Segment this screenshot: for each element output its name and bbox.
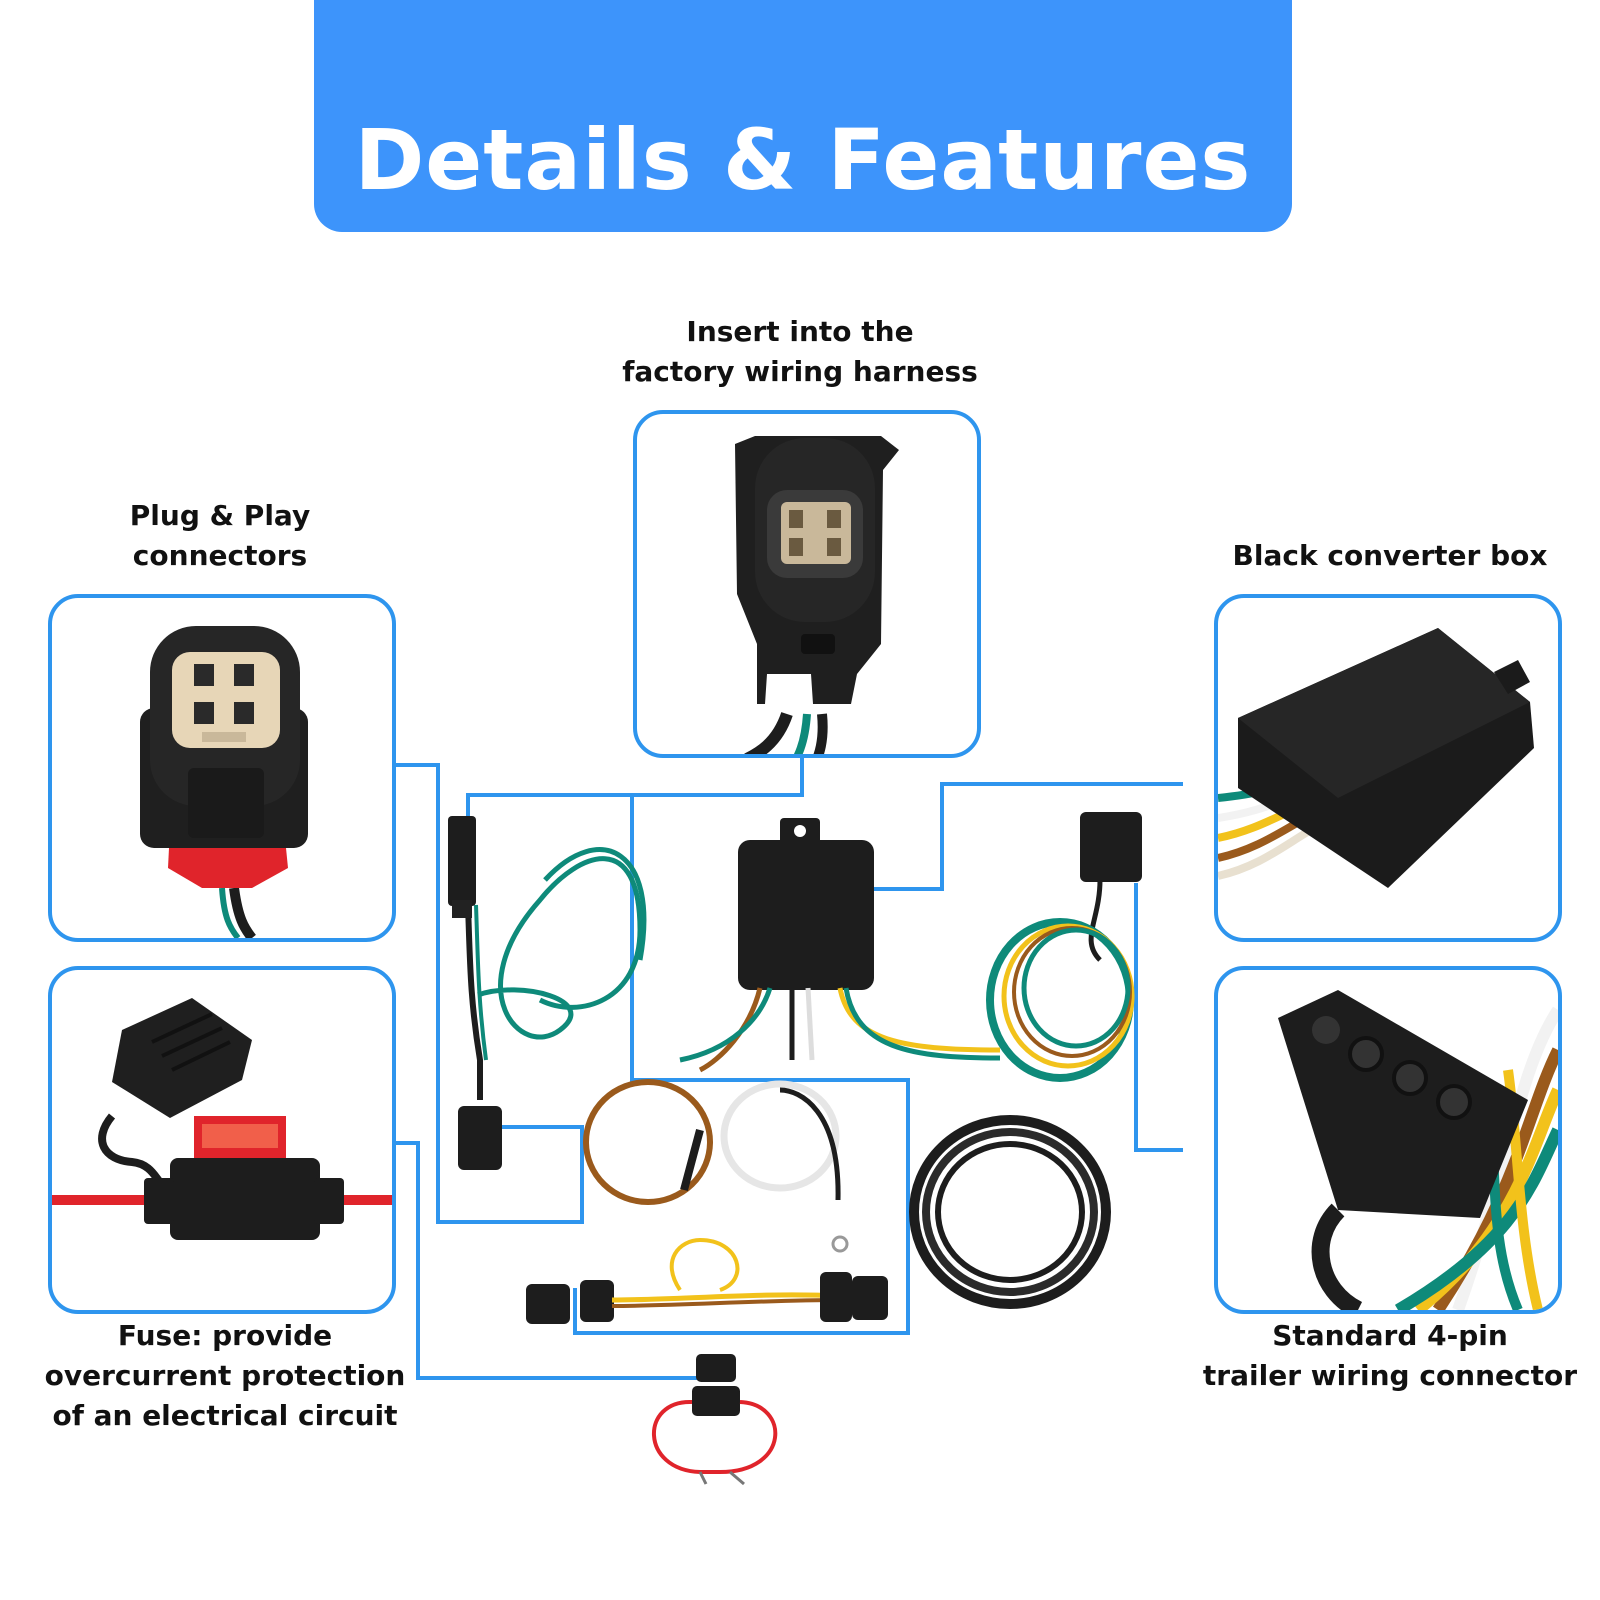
male-4-pin-plug-icon [735,436,899,754]
leader-line [438,1125,584,1224]
caption-line: Standard 4-pin [1272,1319,1508,1352]
converter-box-icon [1218,628,1534,888]
black-cable-coil [909,1115,1111,1309]
caption-plug-play: Plug & Play connectors [60,496,380,576]
leader-line [396,1141,714,1380]
leader-line [1134,883,1183,1152]
inline-fuse [652,1354,778,1486]
leader-line [466,756,804,835]
female-4-pin-connector-icon [140,626,308,938]
caption-line: Black converter box [1232,539,1548,572]
panel-plug-play [48,594,396,942]
panel-four-pin [1214,966,1562,1314]
caption-line: Insert into the [686,315,914,348]
page-title: Details & Features [354,111,1252,209]
caption-factory-harness: Insert into the factory wiring harness [600,312,1000,392]
caption-fuse: Fuse: provide overcurrent protection of … [30,1316,420,1436]
converter-box [679,818,1001,1073]
caption-line: connectors [132,539,308,572]
four-wire-harness [986,812,1142,1082]
panel-converter [1214,594,1562,942]
header-banner: Details & Features [314,0,1292,232]
caption-line: Fuse: provide [117,1319,333,1352]
caption-line: factory wiring harness [622,355,978,388]
extension-loops [583,1079,841,1205]
leader-line [573,795,910,1335]
leader-line [842,782,1183,891]
panel-factory-harness [633,410,981,758]
caption-line: trailer wiring connector [1202,1359,1578,1392]
panel-fuse [48,966,396,1314]
caption-line: overcurrent protection [44,1359,406,1392]
inline-blade-fuse-icon [52,998,392,1240]
caption-converter: Black converter box [1200,536,1580,576]
plug-play-harness [448,816,647,1170]
caption-line: of an electrical circuit [52,1399,398,1432]
flat-4-pin-trailer-connector-icon [1278,990,1558,1310]
leader-lines [396,756,1183,1380]
t-connector-harness [526,1235,888,1324]
caption-four-pin: Standard 4-pin trailer wiring connector [1190,1316,1590,1396]
caption-line: Plug & Play [129,499,311,532]
